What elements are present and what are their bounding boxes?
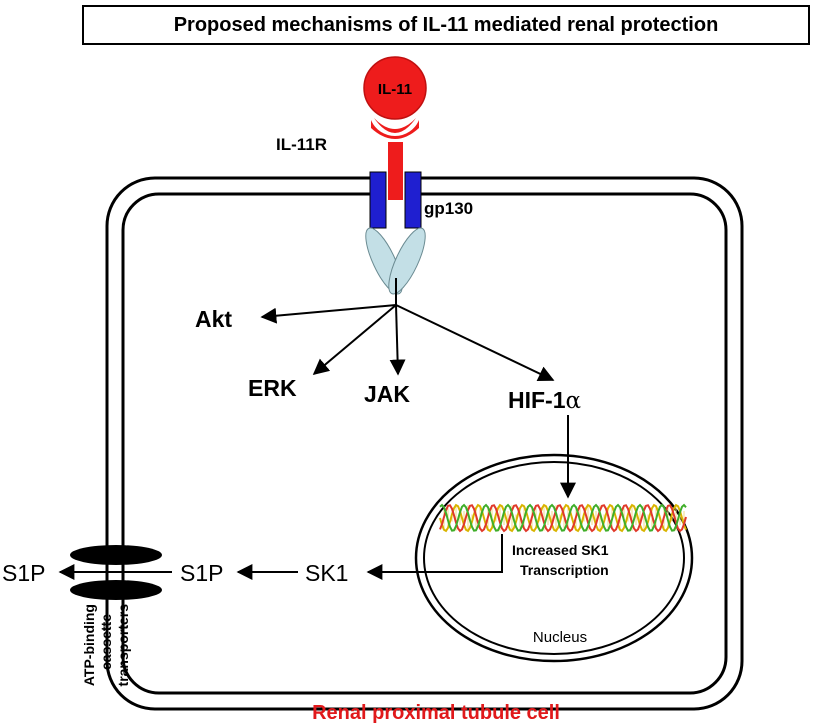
gp130-right <box>404 171 422 229</box>
akt-label: Akt <box>195 306 232 332</box>
arrow-to-hif <box>395 304 555 382</box>
arrow-to-akt <box>260 304 397 324</box>
il11-ligand <box>363 56 427 120</box>
hif-label: HIF-1α <box>508 387 581 414</box>
sk1-label: SK1 <box>305 560 348 586</box>
svg-text:transporters: transporters <box>115 604 131 687</box>
svg-text:cassette: cassette <box>98 614 114 670</box>
cell-membrane-inner <box>121 192 728 695</box>
svg-text:ATP-binding: ATP-binding <box>81 604 97 686</box>
nucleus-label: Nucleus <box>533 629 587 646</box>
nucleus-inner <box>423 461 685 655</box>
alpha-symbol: α <box>566 388 582 414</box>
dna-helix <box>439 503 687 533</box>
il11-receptor-label: IL-11R <box>276 135 327 154</box>
transporter-label: ATP-binding cassette transporters <box>81 604 131 687</box>
dna-strand <box>439 503 687 532</box>
abc-transporter-bottom <box>70 580 162 600</box>
il11-receptor-cup <box>371 120 419 139</box>
diagram-title: Proposed mechanisms of IL-11 mediated re… <box>82 5 810 45</box>
transcription-line-1: Increased SK1 <box>512 542 609 558</box>
il11-receptor-stalk <box>388 142 403 202</box>
jak-label: JAK <box>364 381 410 407</box>
dna-strand <box>439 504 687 533</box>
transcription-line-2: Transcription <box>520 562 609 578</box>
arrow-dna-to-sk1 <box>366 534 503 580</box>
cell-membrane-outer <box>105 176 744 711</box>
gp130-left <box>369 171 387 229</box>
nucleus-outer <box>414 453 694 663</box>
jak-domain-right <box>388 227 426 295</box>
erk-label: ERK <box>248 375 297 401</box>
cell-label: Renal proximal tubule cell <box>312 702 560 724</box>
s1p-inside-label: S1P <box>180 560 223 586</box>
s1p-outside-label: S1P <box>2 560 45 586</box>
gp130-label: gp130 <box>424 199 473 218</box>
abc-transporter-top <box>70 545 162 565</box>
arrow-to-erk <box>312 304 397 376</box>
arrow-to-jak <box>389 304 406 376</box>
il11-ligand-label: IL-11 <box>378 81 412 98</box>
